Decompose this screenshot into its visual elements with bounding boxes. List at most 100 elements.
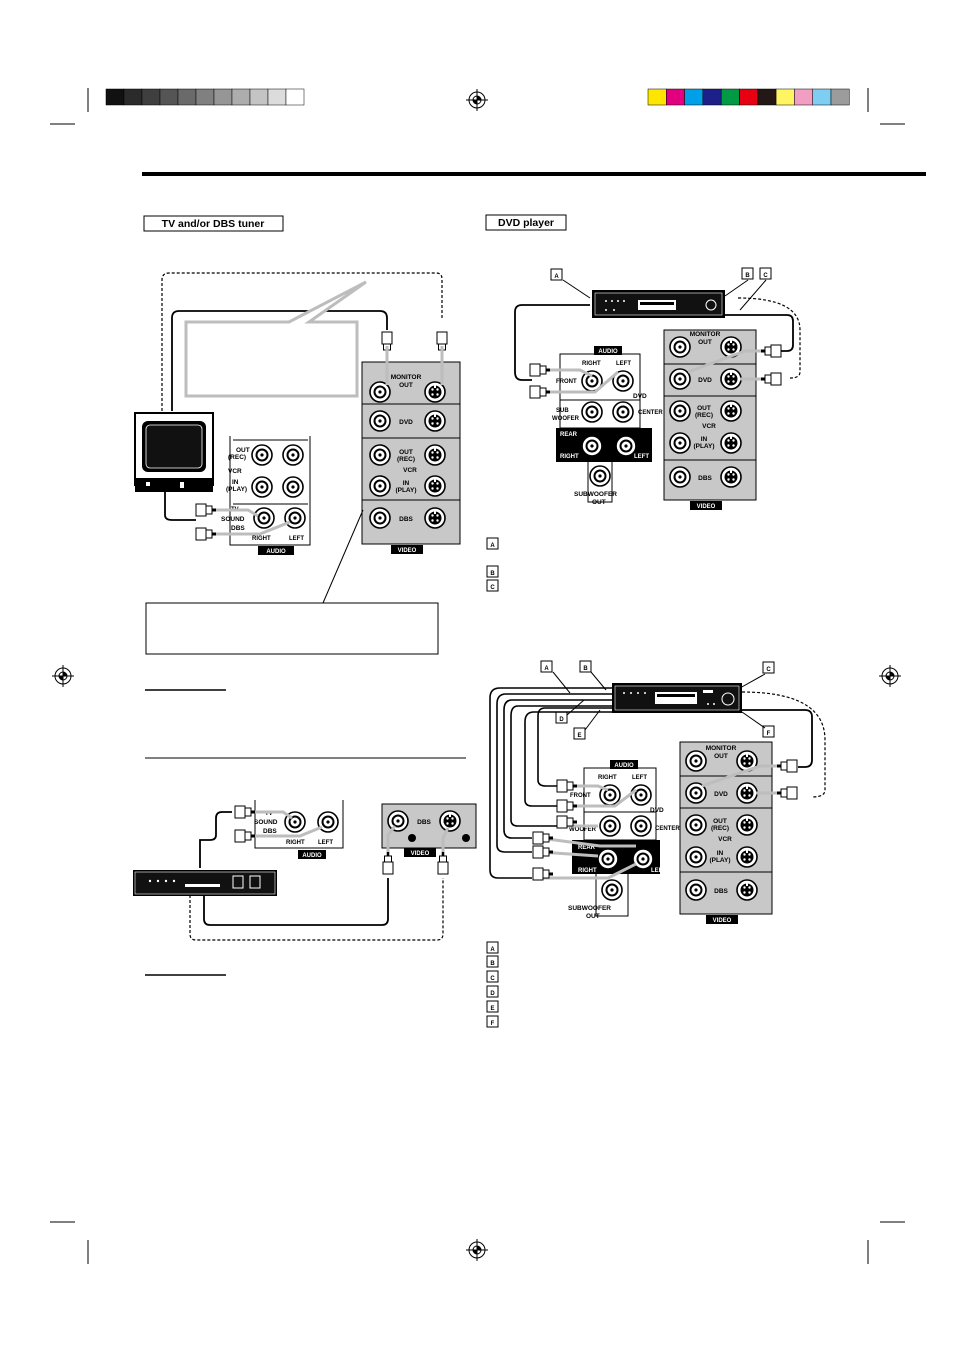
svg-text:VIDEO: VIDEO: [411, 851, 430, 857]
registration-swatch: [267, 88, 287, 106]
section-heading-dvd: DVD player: [485, 214, 567, 231]
svg-text:DVD player: DVD player: [498, 217, 554, 229]
registration-swatch: [666, 88, 685, 106]
svg-text:OUT: OUT: [399, 449, 413, 456]
svg-text:D: D: [490, 991, 495, 997]
svg-text:LEFT: LEFT: [651, 868, 666, 874]
svg-text:F: F: [491, 1021, 495, 1027]
registration-swatch: [775, 88, 795, 106]
svg-text:DBS: DBS: [231, 525, 245, 532]
svg-text:(REC): (REC): [711, 825, 729, 832]
svg-text:VIDEO: VIDEO: [697, 504, 716, 510]
svg-text:VCR: VCR: [718, 836, 732, 843]
svg-text:DVD: DVD: [714, 791, 728, 798]
svg-text:DBS: DBS: [417, 819, 431, 826]
svg-text:VCR: VCR: [702, 423, 716, 430]
svg-text:RIGHT: RIGHT: [598, 775, 617, 781]
registration-swatch: [159, 88, 179, 106]
registration-swatch: [213, 88, 233, 106]
dvd-connection-diagram-1: A B C AUDIO RIGHT LEFT FRONT DVD SUB WOO…: [514, 267, 801, 510]
svg-text:RIGHT: RIGHT: [560, 454, 579, 460]
registration-swatch: [739, 88, 759, 106]
audio-input-panel: OUT (REC) VCR IN (PLAY) TV SOUND DBS RIG…: [195, 436, 311, 555]
svg-text:OUT: OUT: [399, 382, 413, 389]
dbs-tuner-connection-diagram: TV SOUND DBS RIGHT LEFT AUDIO DBS VIDEO: [133, 800, 477, 941]
svg-text:RIGHT: RIGHT: [578, 868, 597, 874]
svg-text:VCR: VCR: [228, 468, 242, 475]
svg-text:SUB: SUB: [556, 408, 569, 414]
svg-text:RIGHT: RIGHT: [582, 361, 601, 367]
svg-text:(PLAY): (PLAY): [693, 443, 714, 450]
svg-text:IN: IN: [701, 436, 708, 443]
registration-swatch: [249, 88, 269, 106]
registration-bar-gray: [105, 88, 305, 106]
svg-text:OUT: OUT: [592, 499, 606, 506]
registration-swatch: [830, 88, 850, 106]
dvd-player-icon: [592, 290, 725, 318]
dvd-connection-diagram-2: A B C D E F AUDIO RIGHT LEFT FRO: [489, 660, 826, 924]
svg-text:DBS: DBS: [714, 888, 728, 895]
svg-text:DVD: DVD: [399, 419, 413, 426]
svg-text:VIDEO: VIDEO: [398, 548, 417, 554]
svg-text:OUT: OUT: [236, 447, 250, 454]
svg-text:FRONT: FRONT: [570, 793, 591, 799]
svg-text:(PLAY): (PLAY): [395, 487, 416, 494]
svg-text:SUBWOOFER: SUBWOOFER: [568, 905, 611, 912]
video-input-panel: MONITOR OUT DVD OUT (REC) VCR IN (PLAY) …: [361, 346, 461, 554]
svg-text:VCR: VCR: [403, 467, 417, 474]
registration-mark-icon: [465, 1238, 489, 1262]
svg-text:B: B: [745, 273, 750, 279]
svg-text:OUT: OUT: [697, 405, 711, 412]
crop-marks: [50, 88, 905, 1264]
registration-mark-icon: [465, 88, 489, 112]
svg-text:SOUND: SOUND: [254, 819, 278, 826]
svg-text:(REC): (REC): [228, 454, 246, 461]
svg-text:A: A: [544, 666, 549, 672]
svg-text:RIGHT: RIGHT: [286, 840, 305, 846]
svg-text:LEFT: LEFT: [632, 775, 647, 781]
svg-text:D: D: [559, 717, 564, 723]
svg-text:DBS: DBS: [399, 516, 413, 523]
registration-bar-color: [647, 88, 850, 106]
svg-text:OUT: OUT: [713, 818, 727, 825]
svg-text:AUDIO: AUDIO: [614, 763, 634, 769]
svg-text:B: B: [490, 571, 495, 577]
svg-text:DVD: DVD: [698, 377, 712, 384]
svg-text:LEFT: LEFT: [318, 840, 333, 846]
svg-text:F: F: [767, 731, 771, 737]
svg-text:A: A: [554, 274, 559, 280]
registration-swatch: [285, 88, 305, 106]
svg-text:B: B: [490, 961, 495, 967]
svg-text:REAR: REAR: [578, 845, 596, 851]
dbs-tuner-icon: [133, 870, 277, 896]
registration-swatch: [177, 88, 197, 106]
svg-text:C: C: [766, 667, 771, 673]
svg-text:E: E: [577, 733, 581, 739]
svg-text:OUT: OUT: [586, 913, 600, 920]
svg-text:B: B: [583, 666, 588, 672]
header-rule: [142, 172, 926, 176]
svg-text:VIDEO: VIDEO: [713, 918, 732, 924]
registration-swatch: [195, 88, 215, 106]
registration-swatch: [794, 88, 813, 106]
svg-text:REAR: REAR: [560, 432, 578, 438]
svg-text:A: A: [490, 947, 495, 953]
svg-text:TV and/or DBS tuner: TV and/or DBS tuner: [162, 218, 265, 230]
dvd-player-icon: [612, 683, 742, 713]
svg-text:(REC): (REC): [397, 456, 415, 463]
svg-text:DBS: DBS: [698, 475, 712, 482]
svg-text:WOOFER: WOOFER: [552, 416, 580, 422]
section-heading-tv-dbs: TV and/or DBS tuner: [143, 215, 284, 232]
svg-text:IN: IN: [717, 850, 724, 857]
tv-icon: [134, 412, 214, 521]
registration-swatch: [812, 88, 832, 106]
svg-text:LEFT: LEFT: [289, 536, 304, 542]
svg-text:(PLAY): (PLAY): [226, 486, 247, 493]
svg-text:C: C: [763, 273, 768, 279]
registration-mark-icon: [51, 664, 75, 688]
svg-text:A: A: [490, 543, 495, 549]
registration-swatch: [141, 88, 161, 106]
registration-swatch: [647, 88, 667, 106]
svg-text:CENTER: CENTER: [655, 826, 680, 832]
svg-text:C: C: [490, 585, 495, 591]
